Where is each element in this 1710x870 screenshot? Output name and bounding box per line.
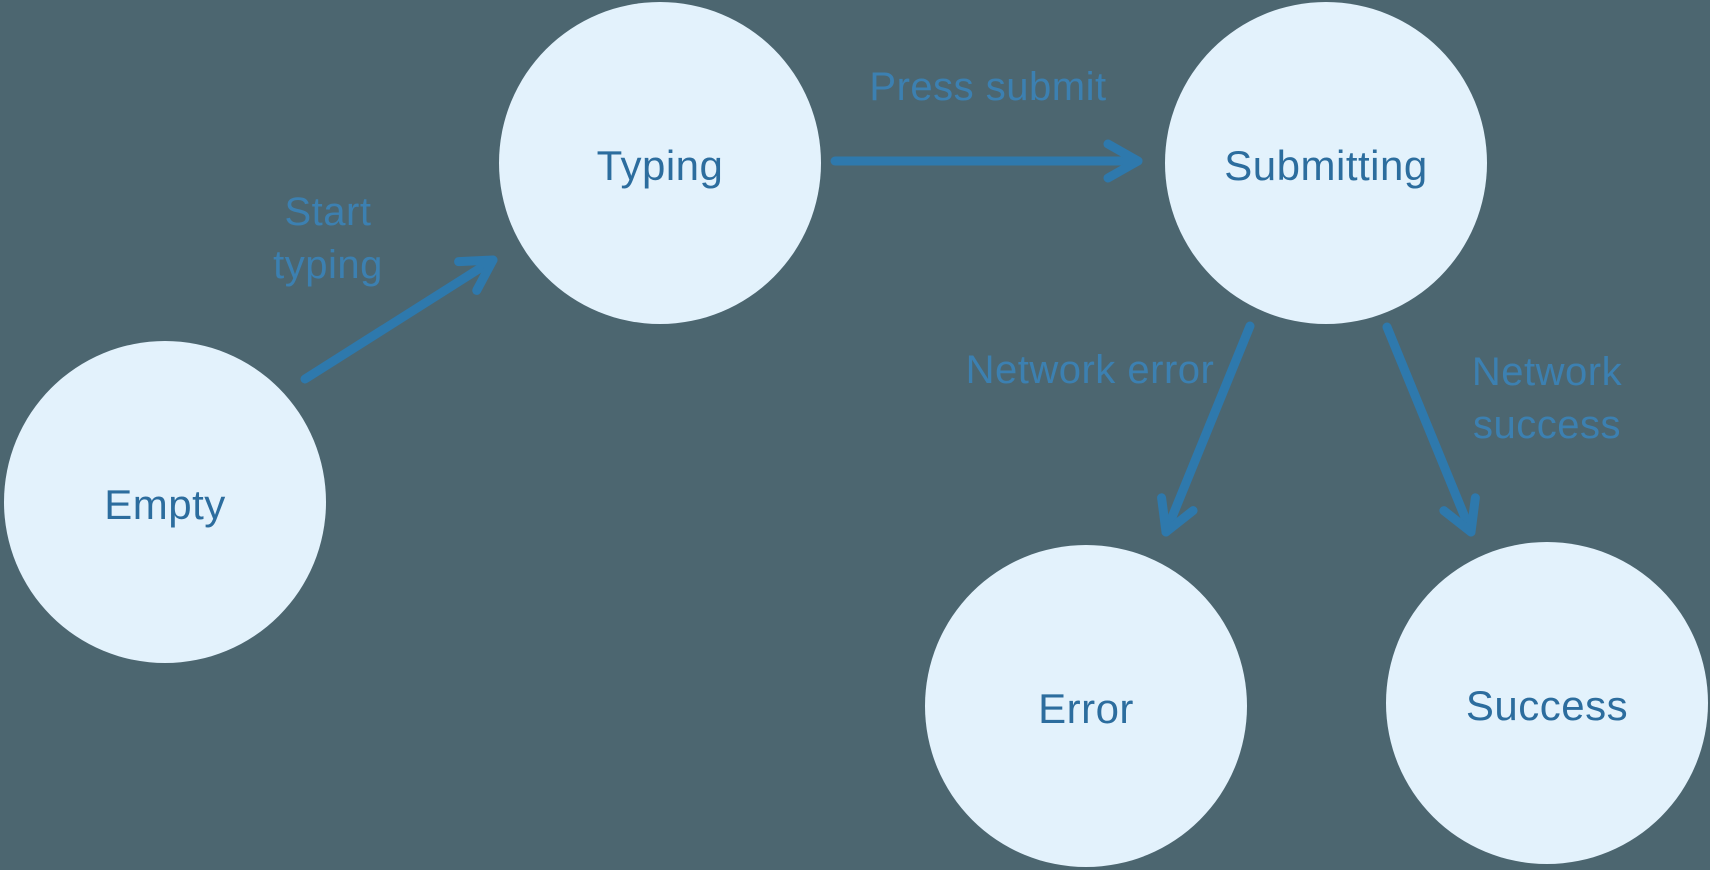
state-node-label: Success bbox=[1465, 682, 1629, 729]
state-node-empty: Empty bbox=[4, 341, 326, 663]
state-node-label: Empty bbox=[104, 481, 226, 528]
edge-label-network-error: Network error bbox=[965, 348, 1215, 392]
state-node-success: Success bbox=[1386, 542, 1708, 864]
edge-label-network-success: Network success bbox=[1471, 350, 1623, 447]
edge-label-start-typing: Start typing bbox=[273, 190, 383, 287]
edge-label-press-submit: Press submit bbox=[869, 65, 1107, 109]
state-node-label: Error bbox=[1038, 685, 1134, 732]
state-node-typing: Typing bbox=[499, 2, 821, 324]
state-node-label: Typing bbox=[596, 142, 724, 189]
state-node-error: Error bbox=[925, 545, 1247, 867]
state-node-label: Submitting bbox=[1224, 142, 1428, 189]
state-node-submitting: Submitting bbox=[1165, 2, 1487, 324]
